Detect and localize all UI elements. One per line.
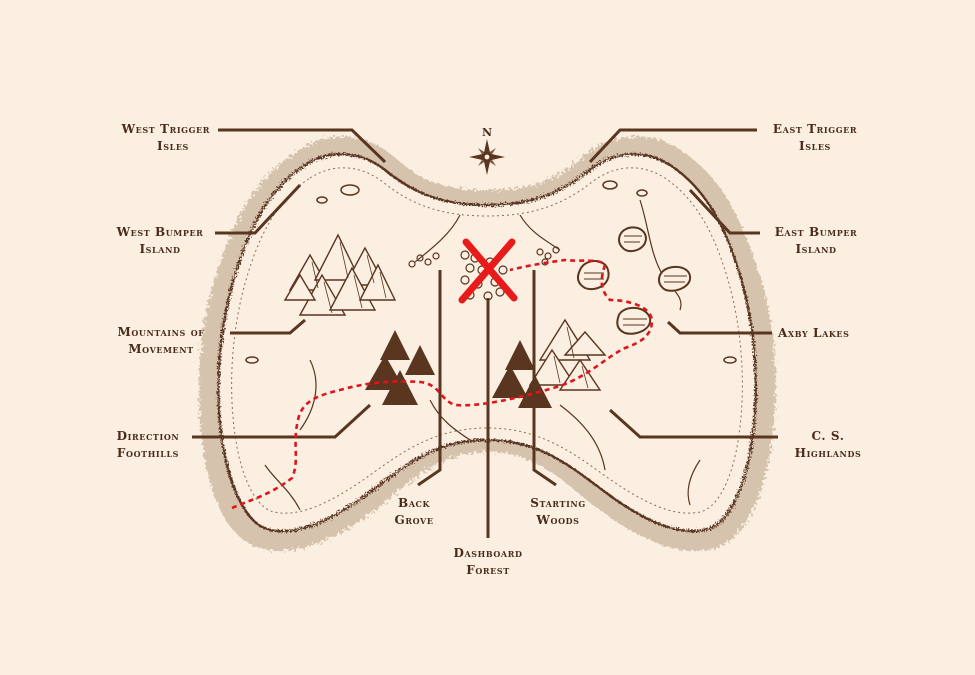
compass-rose-icon	[469, 139, 505, 175]
islands	[245, 180, 737, 364]
treasure-x-mark	[458, 238, 518, 304]
lake-hatching	[584, 235, 687, 326]
lakes	[576, 226, 692, 335]
mountains-east	[528, 318, 607, 391]
compass-north-letter: N	[482, 126, 492, 139]
treasure-route	[231, 258, 654, 510]
mountain-hatching-west	[311, 241, 387, 314]
label-mountains-of-movement: Mountains of Movement	[117, 325, 205, 356]
label-west-trigger-isles: West Trigger Isles	[121, 122, 210, 153]
coast-inner-line	[231, 167, 743, 514]
label-east-trigger-isles: East Trigger Isles	[772, 122, 858, 153]
mountains-west	[283, 233, 397, 316]
label-back-grove: Back Grove	[394, 496, 434, 527]
label-axby-lakes: Axby Lakes	[778, 326, 850, 340]
label-west-bumper-island: West Bumper Island	[116, 225, 204, 256]
label-east-bumper-island: East Bumper Island	[774, 225, 858, 256]
label-direction-foothills: Direction Foothills	[116, 429, 180, 460]
mountain-hatching-east	[553, 326, 589, 389]
label-dashboard-forest: Dashboard Forest	[453, 546, 523, 577]
label-cs-highlands: C. S. Highlands	[794, 429, 862, 460]
label-starting-woods: Starting Woods	[530, 496, 586, 527]
label-leaders	[192, 128, 778, 538]
